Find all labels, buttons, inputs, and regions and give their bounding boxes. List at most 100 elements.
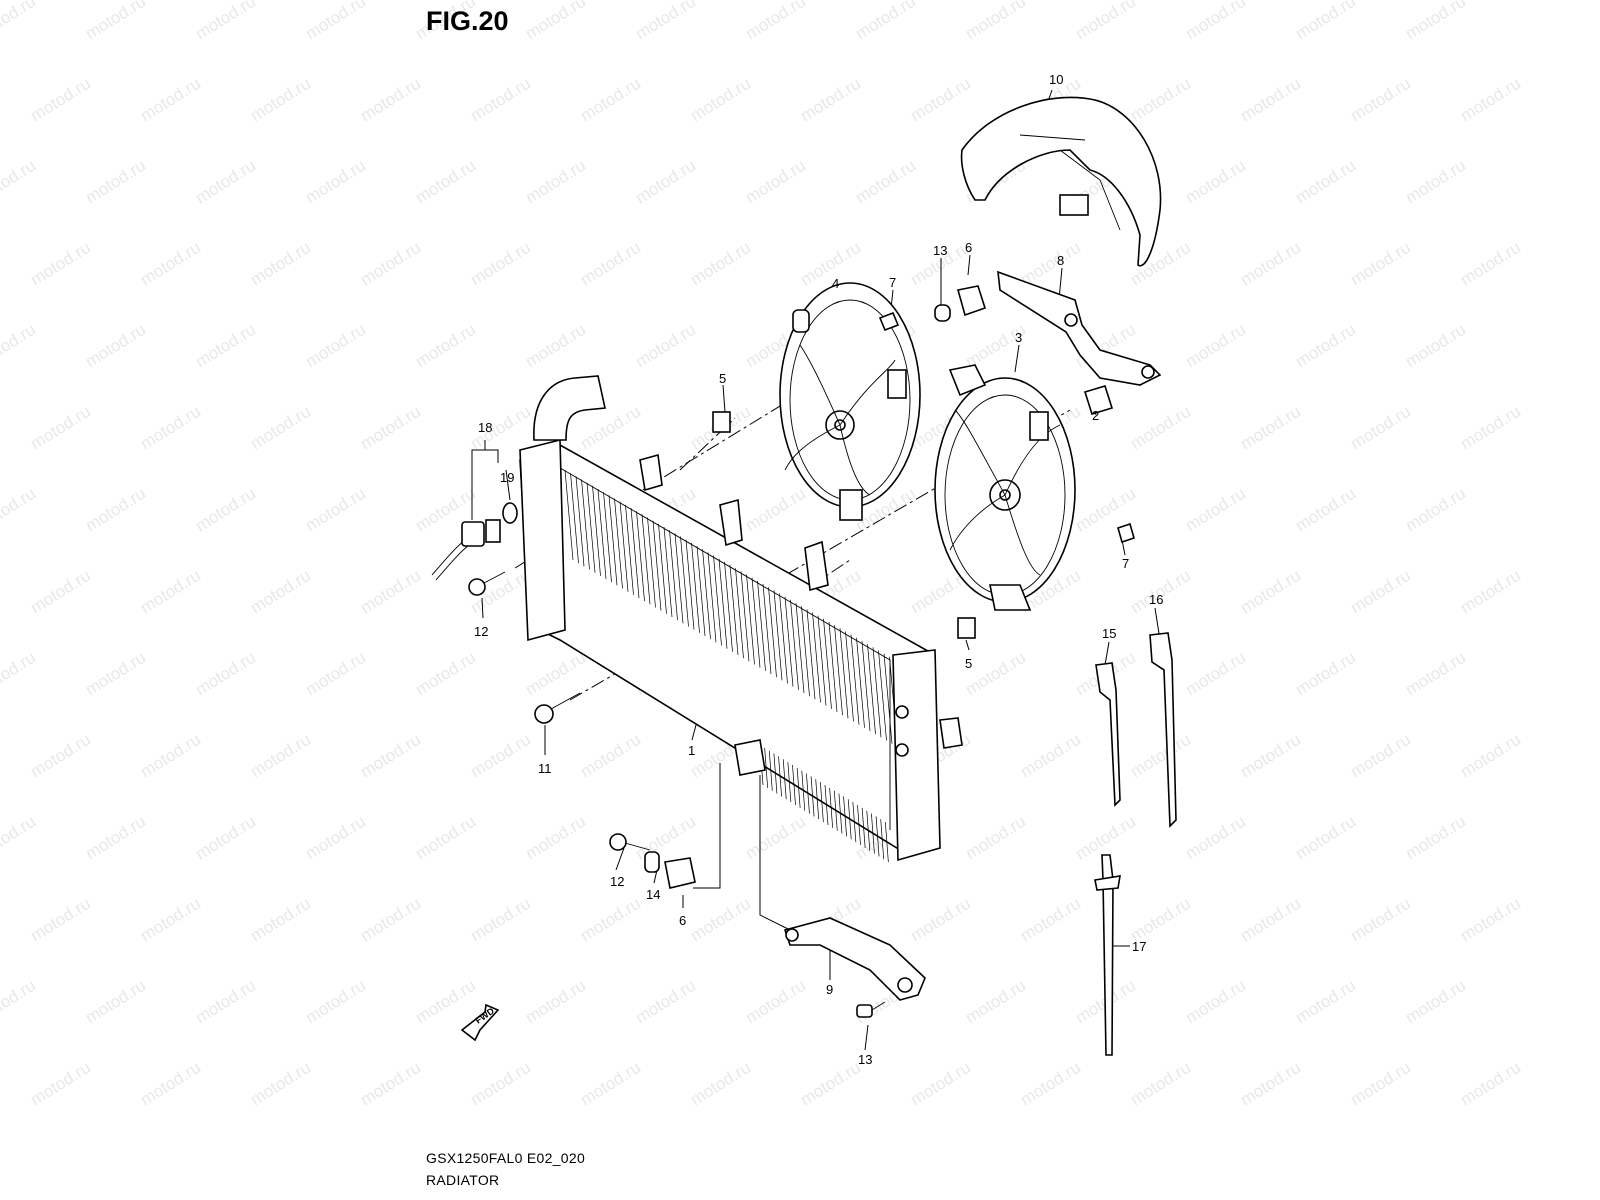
fin-line [829, 787, 833, 828]
fin-line [564, 469, 574, 561]
fin-line [641, 514, 651, 605]
watermark-text: motod.ru [1347, 402, 1414, 454]
watermark-text: motod.ru [192, 156, 259, 208]
forward-direction-indicator: FWD [460, 1003, 500, 1042]
watermark-text: motod.ru [797, 74, 864, 126]
watermark-text: motod.ru [357, 238, 424, 290]
watermark-text: motod.ru [742, 0, 809, 43]
watermark-text: motod.ru [1072, 0, 1139, 43]
watermark-text: motod.ru [302, 976, 369, 1028]
fin-line [729, 564, 739, 656]
watermark-text: motod.ru [962, 0, 1029, 43]
watermark-text: motod.ru [82, 0, 149, 43]
fin-line [883, 653, 893, 744]
fin-line [792, 764, 796, 806]
watermark-text: motod.ru [1237, 730, 1304, 782]
grommet-set-upper [934, 285, 1114, 415]
fin-line [768, 750, 773, 791]
watermark-text: motod.ru [1292, 976, 1359, 1028]
cooling-fan-right [934, 364, 1076, 611]
fin-line [867, 644, 876, 735]
watermark-text: motod.ru [522, 812, 589, 864]
watermark-text: motod.ru [1402, 812, 1469, 864]
clip-nut-set [712, 411, 976, 639]
watermark-text: motod.ru [1402, 156, 1469, 208]
watermark-text: motod.ru [247, 566, 314, 618]
watermark-text: motod.ru [1127, 730, 1194, 782]
watermark-text: motod.ru [357, 402, 424, 454]
fin-line [806, 609, 816, 700]
fin-line [680, 536, 689, 627]
callout-19: 17 [1132, 939, 1146, 954]
fin-line [850, 634, 860, 725]
figure-title: FIG.20 [426, 6, 509, 36]
fin-line [608, 495, 618, 586]
callout-15: 16 [1149, 592, 1163, 607]
watermark-text: motod.ru [0, 976, 39, 1028]
watermark-text: motod.ru [577, 730, 644, 782]
fin-line [823, 618, 832, 709]
fin-line [619, 501, 629, 592]
fin-line [866, 810, 871, 851]
callout-17: 18 [478, 420, 492, 435]
fin-line [838, 793, 843, 834]
watermark-text: motod.ru [357, 1058, 424, 1110]
watermark-text: motod.ru [1457, 238, 1524, 290]
watermark-text: motod.ru [1402, 0, 1469, 43]
fin-line [773, 590, 783, 681]
watermark-text: motod.ru [357, 566, 424, 618]
watermark-text: motod.ru [1127, 1058, 1194, 1110]
fin-line [828, 621, 838, 713]
fin-line [872, 647, 882, 738]
watermark-text: motod.ru [82, 976, 149, 1028]
radiator-fins [564, 469, 898, 863]
watermark-text: motod.ru [852, 0, 919, 43]
watermark-text: motod.ru [1347, 74, 1414, 126]
watermark-text: motod.ru [1237, 894, 1304, 946]
callout-5-upper: 5 [719, 371, 726, 386]
watermark-text: motod.ru [27, 74, 94, 126]
watermark-text: motod.ru [797, 238, 864, 290]
watermark-text: motod.ru [357, 74, 424, 126]
watermark-text: motod.ru [192, 320, 259, 372]
callout-4: 4 [832, 276, 839, 291]
fin-line [871, 813, 875, 854]
watermark-text: motod.ru [0, 0, 39, 43]
watermark-text: motod.ru [1457, 74, 1524, 126]
watermark-text: motod.ru [192, 812, 259, 864]
watermark-text: motod.ru [1402, 976, 1469, 1028]
watermark-text: motod.ru [1347, 894, 1414, 946]
fin-line [845, 631, 854, 722]
fin-line [603, 492, 612, 583]
watermark-text: motod.ru [742, 812, 809, 864]
callout-6-upper: 6 [965, 240, 972, 255]
watermark-text: motod.ru [687, 1058, 754, 1110]
callout-12-upper: 12 [474, 624, 488, 639]
callout-12-lower: 12 [610, 874, 624, 889]
fin-line [735, 568, 744, 659]
watermark-text: motod.ru [742, 156, 809, 208]
fin-line [647, 517, 656, 608]
fin-line [801, 606, 810, 697]
callout-10: 10 [1049, 72, 1063, 87]
fin-line [570, 473, 579, 564]
fin-line [861, 807, 866, 848]
watermark-text: motod.ru [632, 156, 699, 208]
watermark-text: motod.ru [1127, 402, 1194, 454]
watermark-text: motod.ru [247, 238, 314, 290]
watermark-text: motod.ru [632, 812, 699, 864]
fin-line [885, 822, 889, 863]
watermark-text: motod.ru [1237, 402, 1304, 454]
watermark-text: motod.ru [1127, 74, 1194, 126]
watermark-layer: motod.ru motod.ru motod.ru motod.ru motod.ru… [0, 0, 1524, 1109]
fin-line [575, 476, 585, 567]
watermark-text: motod.ru [0, 320, 39, 372]
cable-tie-set [1094, 632, 1177, 1056]
fin-line [833, 790, 838, 831]
fin-line [625, 504, 634, 595]
fan-thermo-switch [431, 502, 518, 581]
watermark-text: motod.ru [1347, 1058, 1414, 1110]
callout-labels: 10 6 8 13 7 4 3 5 2 18 19 7 16 12 15 5 1… [474, 72, 1163, 1067]
watermark-text: motod.ru [412, 976, 479, 1028]
fin-line [718, 558, 728, 649]
